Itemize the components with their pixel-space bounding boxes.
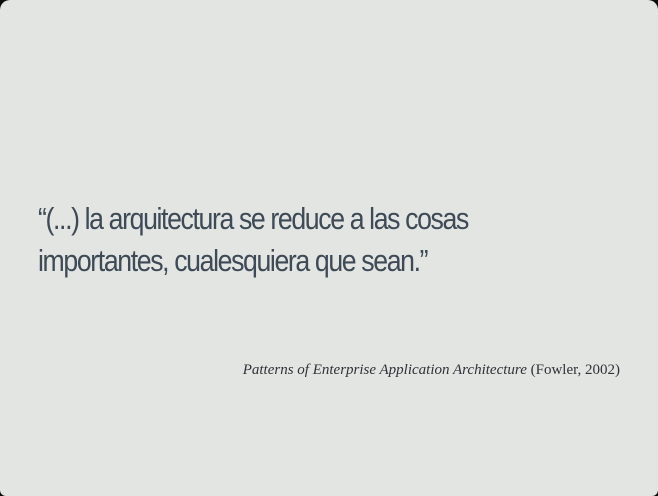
citation-author-year: (Fowler, 2002) — [530, 362, 620, 378]
quote-citation: Patterns of Enterprise Application Archi… — [243, 360, 620, 380]
quote-line-1: “(...) la arquitectura se reduce a las c… — [38, 201, 469, 236]
slide-quote: “(...) la arquitectura se reduce a las c… — [38, 198, 554, 282]
quote-line-2: importantes, cualesquiera que sean.” — [38, 243, 429, 278]
citation-book-title: Patterns of Enterprise Application Archi… — [242, 362, 527, 378]
